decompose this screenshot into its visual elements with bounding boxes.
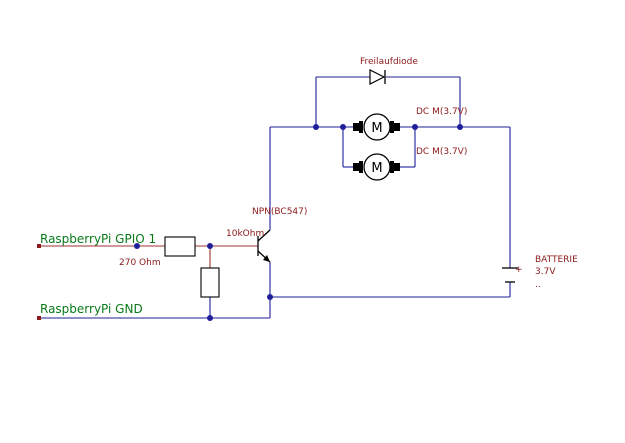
npn-transistor-icon (257, 229, 271, 263)
motor-1-icon: M (353, 113, 400, 141)
motor-2-icon: M (353, 153, 400, 181)
junction-dot (340, 124, 346, 130)
battery-name-label: BATTERIE (535, 255, 578, 265)
battery-icon: + (502, 265, 523, 283)
junction-dot (412, 124, 418, 130)
gpio-terminal (37, 244, 41, 248)
junction-dot (267, 294, 273, 300)
resistor-10k-ohm (200, 267, 220, 298)
junction-dot (207, 315, 213, 321)
battery-plus-sign: + (515, 265, 523, 275)
junction-dot (134, 243, 140, 249)
diode-icon (369, 69, 386, 85)
junction-dot (457, 124, 463, 130)
motor-1-label: DC M(3.7V) (416, 107, 467, 117)
gpio-label: RaspberryPi GPIO 1 (40, 232, 156, 246)
transistor-label: NPN(BC547) (252, 207, 307, 217)
battery-extra-label: .. (535, 280, 541, 290)
junction-dot (207, 243, 213, 249)
diode-label: Freilaufdiode (360, 57, 418, 67)
junction-dot (313, 124, 319, 130)
wires (40, 76, 511, 319)
resistor-270-ohm (164, 236, 196, 257)
battery-voltage-label: 3.7V (535, 267, 556, 277)
resistor-270-label: 270 Ohm (119, 258, 161, 268)
motor-1-symbol: M (371, 121, 382, 136)
motor-2-symbol: M (371, 161, 382, 176)
gnd-label: RaspberryPi GND (40, 302, 143, 316)
motor-2-label: DC M(3.7V) (416, 147, 467, 157)
resistor-10k-label: 10kOhm (226, 229, 264, 239)
gnd-terminal (37, 316, 41, 320)
junctions (134, 124, 463, 321)
